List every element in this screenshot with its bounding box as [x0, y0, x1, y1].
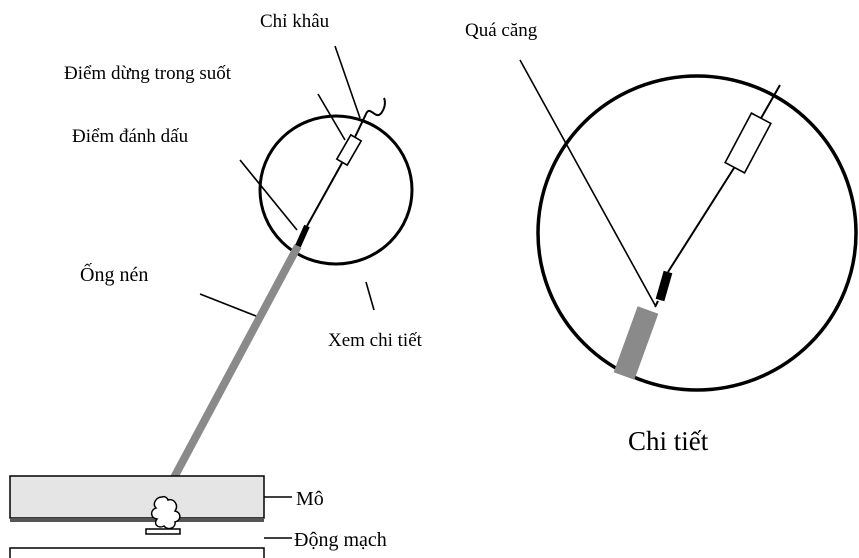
detail-callout-circle — [258, 114, 414, 266]
compression-tube-leader — [199, 293, 257, 317]
detail-label: Chi tiết — [628, 426, 709, 456]
transparent-stop-leader — [317, 93, 346, 141]
transparent-stop-label: Điểm dừng trong suốt — [64, 63, 232, 84]
over-tension-label: Quá căng — [465, 20, 538, 41]
over-tension-leader — [519, 59, 656, 306]
suture-leader — [334, 45, 361, 119]
tube-marker — [295, 224, 310, 248]
detail-circle — [536, 74, 858, 392]
artery-layer — [9, 547, 265, 558]
see-detail-label: Xem chi tiết — [328, 330, 423, 351]
tissue-label: Mô — [296, 488, 324, 510]
tissue-layer — [9, 475, 265, 519]
overview-view — [9, 45, 414, 558]
suture-thread — [306, 162, 343, 227]
arteriotomy-plug — [145, 528, 181, 535]
see-detail-leader — [365, 281, 375, 311]
transparent-stop — [335, 133, 363, 167]
detail-view — [519, 59, 858, 392]
detail-compression-tube — [613, 306, 659, 380]
compression-tube — [158, 244, 302, 502]
tissue-bottom-band — [10, 518, 264, 522]
suture-tail — [365, 97, 386, 117]
marker-label: Điểm đánh dấu — [72, 126, 189, 147]
detail-suture-thread — [667, 167, 735, 273]
suture-label: Chỉ khâu — [260, 11, 330, 32]
puncture-site — [150, 495, 181, 530]
detail-tube-marker — [655, 270, 673, 302]
artery-label: Động mạch — [294, 529, 387, 551]
detail-transparent-stop — [724, 112, 772, 174]
compression-tube-label: Ống nén — [80, 262, 148, 286]
marker-leader — [239, 159, 298, 231]
